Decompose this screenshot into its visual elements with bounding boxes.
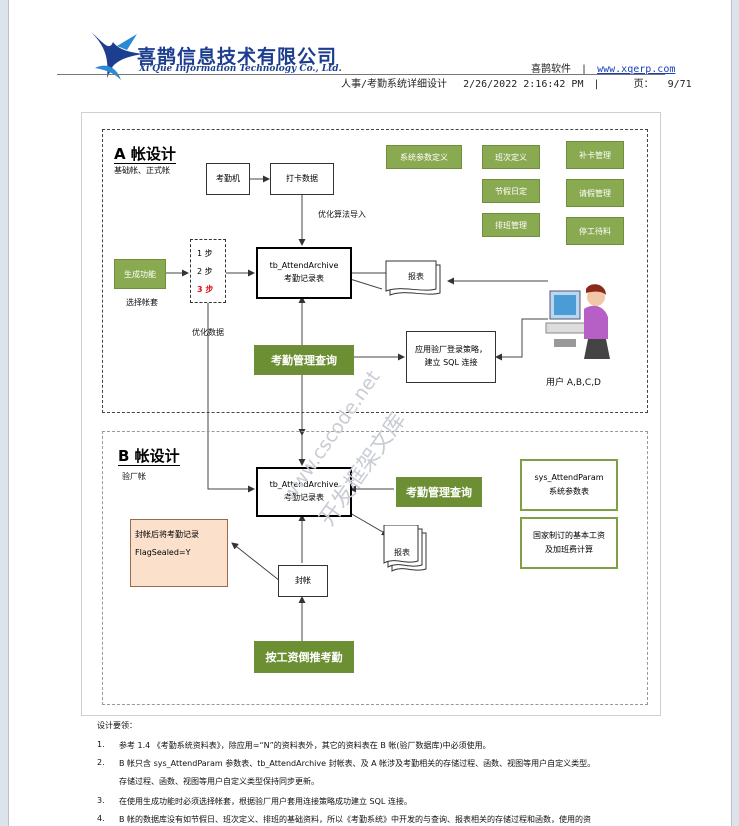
company-name-en: Xi'Que Information Technology Co., Ltd.: [139, 64, 342, 74]
brand-text: 喜鹊软件: [531, 64, 571, 75]
green-scheduling: 排班管理: [482, 213, 540, 237]
page-label: 页：: [633, 79, 654, 90]
company-name-cn: 喜鹊信息技术有限公司: [137, 46, 338, 68]
green-shift: 班次定义: [482, 145, 540, 169]
step-1: 1 步: [197, 249, 213, 258]
wage-box: 国家制订的基本工资及加班费计算: [520, 517, 618, 569]
attend-archive-table-a: tb_AttendArchive 考勤记录表: [256, 247, 352, 299]
zone-a: [102, 129, 648, 413]
param-label: 系统参数表: [548, 487, 589, 496]
note-line-2: FlagSealed=Y: [135, 547, 191, 557]
computer-user-icon: [545, 284, 610, 359]
param-name: sys_AttendParam: [534, 472, 604, 482]
bird-logo-icon: [91, 32, 143, 80]
sys-attendparam-box: sys_AttendParam 系统参数表: [520, 459, 618, 511]
header-doc-line: 人事/考勤系统详细设计 2/26/2022 2:16:42 PM | 页： 9/…: [341, 75, 692, 90]
page-separator: |: [593, 79, 600, 90]
doc-date: 2/26/2022 2:16:42 PM: [463, 79, 584, 90]
seal-box: 封帐: [278, 565, 328, 597]
separator: |: [581, 64, 588, 75]
report-a-label: 报表: [408, 272, 424, 281]
header-brand-line: 喜鹊软件 | www.xqerp.com: [531, 60, 675, 75]
reverse-calc-box: 按工资倒推考勤: [254, 641, 354, 673]
table-label-b: 考勤记录表: [283, 493, 324, 502]
green-sysparam: 系统参数定义: [386, 145, 462, 169]
zone-b: [102, 431, 648, 705]
steps-box: 1 步 2 步 3 步: [190, 239, 226, 303]
design-diagram: A 帐设计 基础帐、正式帐 考勤机 打卡数据 优化算法导入 生成功能 选择帐套 …: [81, 112, 661, 716]
table-label-a: 考勤记录表: [283, 274, 324, 283]
strategy-line-2: 建立 SQL 连接: [424, 358, 478, 367]
punch-data-box: 打卡数据: [270, 163, 334, 195]
design-heading: 设计要领：: [97, 721, 137, 730]
zone-a-subtitle: 基础帐、正式帐: [114, 166, 170, 175]
table-name-b: tb_AttendArchive: [269, 480, 339, 490]
attendance-query-a: 考勤管理查询: [254, 345, 354, 375]
report-b-icon: [383, 525, 427, 572]
zone-a-title: A 帐设计: [114, 145, 176, 164]
website-link[interactable]: www.xqerp.com: [597, 64, 676, 75]
diagram-connectors: [164, 175, 548, 641]
document-page: 喜鹊信息技术有限公司 Xi'Que Information Technology…: [8, 0, 732, 826]
zone-b-subtitle: 验厂帐: [122, 472, 146, 481]
strategy-line-1: 应用验厂登录策略，: [415, 345, 487, 355]
step-3: 3 步: [197, 285, 214, 294]
choose-account-label: 选择帐套: [126, 298, 158, 307]
generate-function-box: 生成功能: [114, 259, 166, 289]
green-holiday: 节假日定: [482, 179, 540, 203]
sealed-note: 封帐后将考勤记录 FlagSealed=Y: [130, 519, 228, 587]
report-b-label: 报表: [394, 548, 410, 557]
attendance-device-box: 考勤机: [206, 163, 250, 195]
zone-b-title: B 帐设计: [118, 447, 180, 466]
page-number: 9/71: [667, 79, 692, 90]
note-line-1: 封帐后将考勤记录: [135, 530, 199, 539]
green-leave: 请假管理: [566, 179, 624, 207]
wage-line-1: 国家制订的基本工资: [533, 530, 605, 540]
header-rule: [57, 74, 665, 75]
wage-line-2: 及加班费计算: [545, 545, 593, 554]
green-card-fix: 补卡管理: [566, 141, 624, 169]
attend-archive-table-b: tb_AttendArchive 考勤记录表: [256, 467, 352, 517]
report-a-icon: [385, 260, 441, 296]
strategy-box: 应用验厂登录策略， 建立 SQL 连接: [406, 331, 496, 383]
optimize-import-label: 优化算法导入: [318, 210, 366, 219]
green-stoppage: 停工待料: [566, 217, 624, 245]
step-2: 2 步: [197, 267, 213, 276]
attendance-query-b: 考勤管理查询: [396, 477, 482, 507]
table-name-a: tb_AttendArchive: [269, 261, 339, 271]
doc-title: 人事/考勤系统详细设计: [341, 79, 448, 90]
optimize-data-label: 优化数据: [192, 328, 224, 337]
users-label: 用户 A,B,C,D: [546, 378, 601, 388]
